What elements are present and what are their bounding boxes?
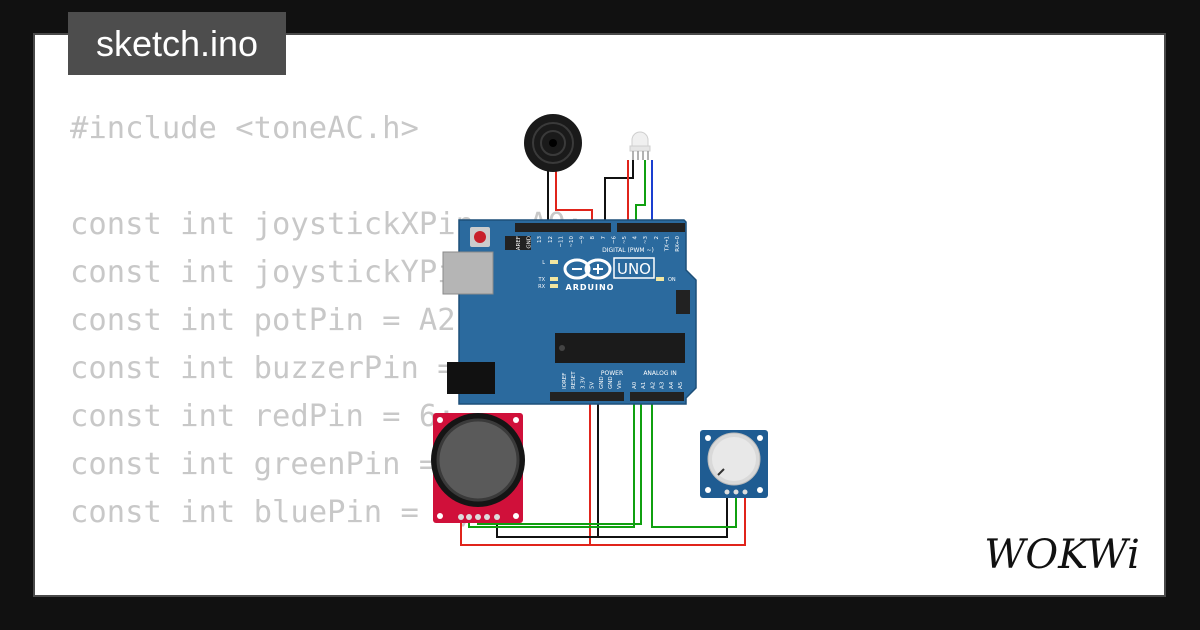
wire-joy-vcc <box>460 497 746 546</box>
pin-label: 5V <box>590 382 596 389</box>
led-rx-label: RX <box>538 284 545 290</box>
wokwi-logo: WOKWi <box>984 532 1140 575</box>
header-power <box>550 392 624 401</box>
arduino-uno-board[interactable]: UNO ARDUINO DIGITAL (PWM ~) POWER ANALOG… <box>442 219 697 405</box>
pin-label: A1 <box>641 382 647 389</box>
pin-label: ~6 <box>611 236 617 245</box>
led-on-label: ON <box>668 277 676 283</box>
header-top-left <box>515 223 611 232</box>
pin-label: 3.3V <box>580 376 586 389</box>
pin-label: ~10 <box>569 236 575 248</box>
pin-label: RESET <box>571 371 577 389</box>
pin-label: 7 <box>601 236 607 240</box>
led-l-label: L <box>542 260 545 266</box>
pin-label: ~3 <box>643 236 649 245</box>
reset-button-cap <box>474 231 486 243</box>
arduino-infinity-icon <box>563 258 612 280</box>
pin-label: A0 <box>632 381 638 389</box>
pin-label: 4 <box>633 236 639 240</box>
pin-label: IOREF <box>562 373 568 389</box>
pin-label: AREF <box>516 236 522 250</box>
top-pin-labels: AREF GND 13 12 ~11 ~10 ~9 8 7 ~6 ~5 4 ~3 2 TX→1 RX←0 <box>516 236 681 253</box>
board-model-label: UNO <box>617 260 651 278</box>
header-analog <box>630 392 684 401</box>
pin-label: 13 <box>537 236 543 243</box>
code-line: const int buzzerPin = 9; <box>70 351 511 386</box>
pin-label: TX→1 <box>664 236 670 252</box>
wire-led-green <box>635 160 646 232</box>
pin-label: 2 <box>654 236 660 240</box>
atmega-chip <box>555 333 685 363</box>
pin-label: A3 <box>660 381 666 389</box>
power-label: POWER <box>601 370 623 377</box>
pin-label: ~11 <box>558 236 564 248</box>
buzzer[interactable] <box>524 114 582 172</box>
pin-label: GND <box>599 376 605 389</box>
icsp-header-usb <box>505 236 531 250</box>
wire-led-gnd <box>604 160 634 232</box>
pin-label: A5 <box>678 381 684 389</box>
pin-label: 8 <box>590 236 596 240</box>
sketch-title: sketch.ino <box>68 12 286 75</box>
code-line: const int joystickYPin = A1; <box>70 255 585 290</box>
led-tx-label: TX <box>538 277 546 283</box>
analog-label: ANALOG IN <box>643 370 676 377</box>
code-line: #include <toneAC.h> <box>70 111 419 146</box>
wire-joy-gnd <box>496 497 728 538</box>
pin-label: A2 <box>650 382 656 389</box>
pin-label: GND <box>608 376 614 389</box>
wire-pot-signal <box>651 398 737 528</box>
usb-port <box>442 251 494 295</box>
power-jack <box>447 362 495 394</box>
joystick-module[interactable] <box>431 413 525 523</box>
icsp-header <box>676 290 690 314</box>
digital-label: DIGITAL (PWM ~) <box>602 247 654 254</box>
header-top-right <box>617 223 685 232</box>
pin-label: ~5 <box>622 236 628 245</box>
code-line: int joystickXVal, joystickYVal, potVal; <box>70 585 786 595</box>
pin-label: 12 <box>548 236 554 243</box>
potentiometer[interactable] <box>700 430 768 498</box>
pin-label: ~9 <box>580 236 586 245</box>
pin-label: GND <box>527 236 533 249</box>
code-line: const int redPin = 6; <box>70 399 456 434</box>
pin-label: A4 <box>669 381 675 389</box>
pin-label: RX←0 <box>675 236 681 252</box>
pin-label: Vin <box>617 380 623 389</box>
wokwi-logo-text: WOKWi <box>984 532 1140 575</box>
board-brand-label: ARDUINO <box>566 283 615 292</box>
rgb-led[interactable] <box>629 131 651 160</box>
